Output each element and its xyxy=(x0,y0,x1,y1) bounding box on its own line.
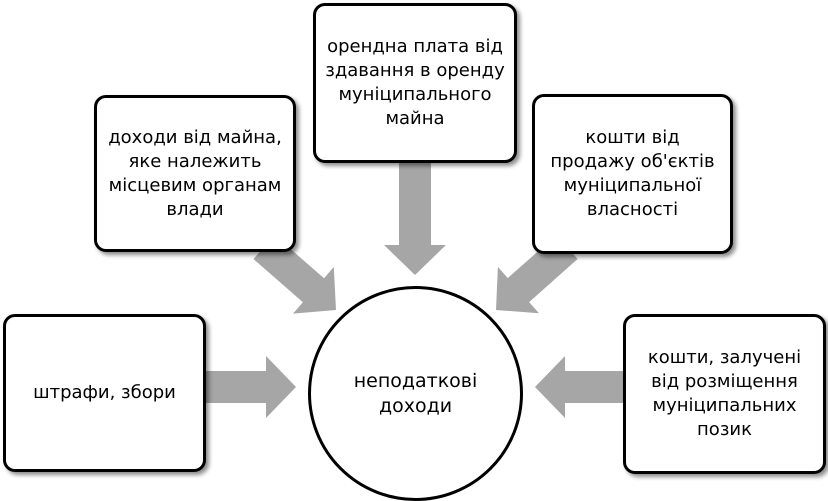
center-circle: неподаткові доходи xyxy=(308,286,523,501)
center-label: неподаткові доходи xyxy=(353,369,478,417)
node-property-income-label: доходи від майна, яке належить місцевим … xyxy=(108,126,282,220)
node-fines-fees-label: штрафи, збори xyxy=(33,382,176,403)
node-sale-proceeds: кошти від продажу об'єктів муніципальної… xyxy=(532,94,733,254)
arrow-from-loans xyxy=(535,356,623,418)
node-property-income: доходи від майна, яке належить місцевим … xyxy=(94,95,296,252)
arrow-from-fines xyxy=(206,356,296,418)
node-fines-fees: штрафи, збори xyxy=(3,314,206,472)
node-loan-funds: кошти, залучені від розміщення муніципал… xyxy=(623,314,826,474)
arrow-from-property xyxy=(253,235,336,314)
node-rent-income-label: орендна плата від здавання в оренду муні… xyxy=(325,36,505,129)
node-sale-proceeds-label: кошти від продажу об'єктів муніципальної… xyxy=(550,127,715,220)
arrow-from-sale xyxy=(496,235,578,314)
arrow-from-rent xyxy=(384,163,446,275)
node-loan-funds-label: кошти, залучені від розміщення муніципал… xyxy=(647,347,802,440)
node-rent-income: орендна плата від здавання в оренду муні… xyxy=(313,3,517,163)
